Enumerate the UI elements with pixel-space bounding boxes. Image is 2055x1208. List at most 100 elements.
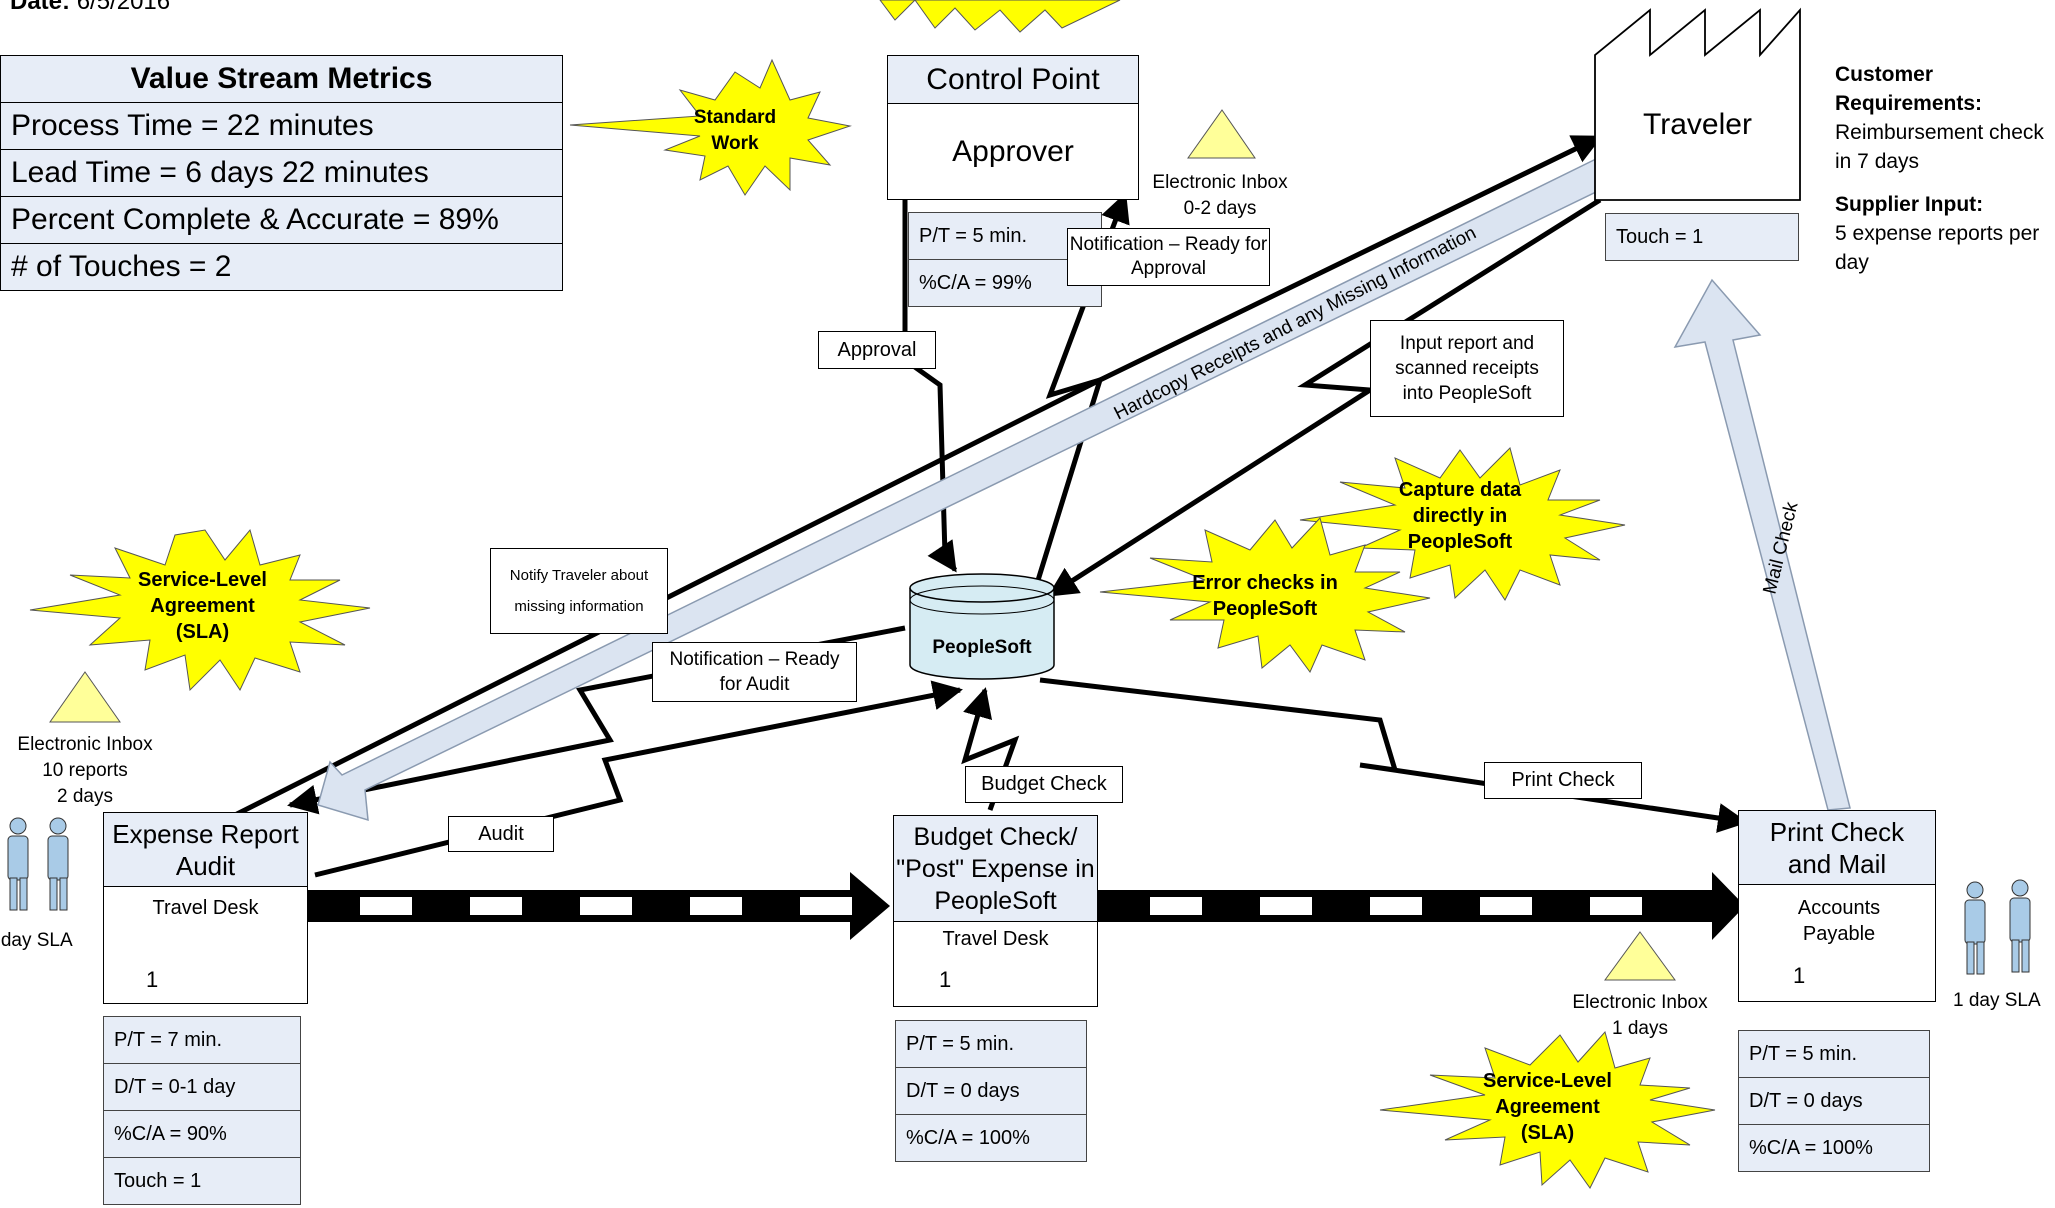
- inbox-approver-line2: 0-2 days: [1183, 198, 1257, 219]
- inbox-print-text: Electronic Inbox 1 days: [1560, 990, 1720, 1042]
- audit-touch-cell: Touch = 1: [103, 1157, 301, 1205]
- date-label: Date:: [10, 0, 71, 15]
- inbox-audit-text: Electronic Inbox 10 reports 2 days: [0, 732, 170, 810]
- inbox-approver-line1: Electronic Inbox: [1152, 172, 1288, 193]
- metric-row: # of Touches = 2: [0, 243, 563, 291]
- peoplesoft-cylinder-ring: [909, 585, 1055, 615]
- metric-touches: # of Touches = 2: [11, 250, 232, 283]
- push-stripe: [580, 897, 632, 915]
- push-stripe: [470, 897, 522, 915]
- control-point-header: Control Point: [887, 55, 1139, 105]
- approver-label: Approver: [952, 134, 1074, 168]
- push-stripe: [690, 897, 742, 915]
- budget-dt: D/T = 0 days: [906, 1079, 1020, 1102]
- audit-pt: P/T = 7 min.: [114, 1028, 223, 1051]
- sla-left-text: Service-Level Agreement (SLA): [138, 569, 267, 643]
- print-process-header: Print Check and Mail: [1738, 810, 1936, 886]
- metrics-title-cell: Value Stream Metrics: [0, 55, 563, 103]
- customer-req-label: Customer Requirements:: [1835, 63, 1983, 115]
- print-process-body: Accounts Payable 1: [1738, 884, 1936, 1002]
- sla-left-burst: [29, 528, 371, 692]
- inbox-approver-text: Electronic Inbox 0-2 days: [1140, 170, 1300, 222]
- inbox-print-line2: 1 days: [1612, 1018, 1668, 1039]
- inbox-audit-line3: 2 days: [57, 786, 113, 807]
- budget-check-text: Budget Check: [981, 773, 1107, 795]
- notify-audit-text: Notification – Ready for Audit: [669, 649, 840, 695]
- push-stripe: [1370, 897, 1422, 915]
- input-report-label: Input report and scanned receipts into P…: [1370, 320, 1564, 417]
- approval-text: Approval: [837, 338, 917, 361]
- inbox-print-line1: Electronic Inbox: [1572, 992, 1708, 1013]
- metric-row: Percent Complete & Accurate = 89%: [0, 196, 563, 244]
- inbox-audit-line1: Electronic Inbox: [17, 734, 153, 755]
- peoplesoft-label: PeopleSoft: [932, 637, 1032, 658]
- customer-info: Customer Requirements: Reimbursement che…: [1835, 60, 2050, 277]
- spacer: [1835, 176, 2050, 190]
- print-ca-cell: %C/A = 100%: [1738, 1124, 1930, 1172]
- peoplesoft-cylinder: [909, 588, 1055, 680]
- customer-req-value: Reimbursement check in 7 days: [1835, 121, 2044, 173]
- value-stream-metrics-table: Value Stream Metrics Process Time = 22 m…: [0, 55, 563, 291]
- control-point-title: Control Point: [926, 63, 1100, 96]
- print-pt: P/T = 5 min.: [1749, 1042, 1858, 1065]
- audit-dt-cell: D/T = 0-1 day: [103, 1063, 301, 1111]
- budget-pt-cell: P/T = 5 min.: [895, 1020, 1087, 1068]
- audit-process-header: Expense Report Audit: [103, 812, 308, 888]
- print-dt-cell: D/T = 0 days: [1738, 1077, 1930, 1125]
- push-stripe: [1590, 897, 1642, 915]
- audit-text: Audit: [478, 822, 524, 845]
- inbox-audit-line2: 10 reports: [42, 760, 128, 781]
- capture-burst: [1299, 447, 1626, 601]
- print-dt: D/T = 0 days: [1749, 1089, 1863, 1112]
- error-text: Error checks in PeopleSoft: [1192, 572, 1338, 620]
- push-stripe: [1260, 897, 1312, 915]
- push-arrow-head-2: [1712, 872, 1745, 940]
- print-check-label: Print Check: [1484, 762, 1642, 799]
- notify-approval-text: Notification – Ready for Approval: [1069, 234, 1268, 279]
- supplier-input-label: Supplier Input:: [1835, 193, 1984, 216]
- push-stripe: [360, 897, 412, 915]
- metric-row: Lead Time = 6 days 22 minutes: [0, 149, 563, 197]
- push-stripe: [1480, 897, 1532, 915]
- standard-work-text: Standard Work: [693, 107, 777, 154]
- metric-process-time: Process Time = 22 minutes: [11, 109, 374, 142]
- sla-bottom-burst: [1379, 1030, 1716, 1189]
- print-check-text: Print Check: [1511, 769, 1615, 791]
- notify-approval-label: Notification – Ready for Approval: [1067, 228, 1270, 286]
- print-dept: Accounts Payable: [1797, 897, 1881, 945]
- budget-process-body: Travel Desk 1: [893, 921, 1098, 1007]
- traveler-factory: [1594, 7, 1801, 201]
- inbox-triangle-approver: [1187, 109, 1256, 159]
- traveler-touch-cell: Touch = 1: [1605, 213, 1799, 261]
- push-stripes: [360, 897, 1642, 915]
- print-pt-cell: P/T = 5 min.: [1738, 1030, 1930, 1078]
- supplier-input-value: 5 expense reports per day: [1835, 222, 2040, 274]
- error-burst: [1099, 517, 1431, 673]
- audit-pt-cell: P/T = 7 min.: [103, 1016, 301, 1064]
- audit-ca: %C/A = 90%: [114, 1122, 227, 1145]
- approval-flow: [902, 200, 958, 573]
- metric-complete-accurate: Percent Complete & Accurate = 89%: [11, 203, 499, 236]
- approver-pt: P/T = 5 min.: [919, 224, 1028, 247]
- mail-check-arrow: [1673, 278, 1851, 811]
- metric-row: Process Time = 22 minutes: [0, 102, 563, 150]
- audit-dt: D/T = 0-1 day: [114, 1075, 236, 1098]
- budget-ca: %C/A = 100%: [906, 1126, 1030, 1149]
- notify-traveler-flow: [233, 134, 1603, 818]
- print-process-title: Print Check and Mail: [1769, 817, 1905, 879]
- peoplesoft-cylinder-top: [909, 573, 1055, 603]
- budget-process-title: Budget Check/ "Post" Expense in PeopleSo…: [896, 823, 1095, 915]
- metric-lead-time: Lead Time = 6 days 22 minutes: [11, 156, 429, 189]
- inbox-triangle-print: [1604, 931, 1676, 981]
- input-report-flow: [1047, 197, 1602, 598]
- print-operators: 1: [1793, 963, 1806, 988]
- partial-burst-top: [879, 0, 1121, 33]
- budget-pt: P/T = 5 min.: [906, 1032, 1015, 1055]
- print-check-flow: [1039, 677, 1748, 833]
- audit-touch: Touch = 1: [114, 1169, 202, 1192]
- push-stripe: [800, 897, 852, 915]
- standard-work-burst: [569, 58, 852, 196]
- budget-operators: 1: [939, 967, 952, 992]
- people-icon-left: [7, 817, 69, 911]
